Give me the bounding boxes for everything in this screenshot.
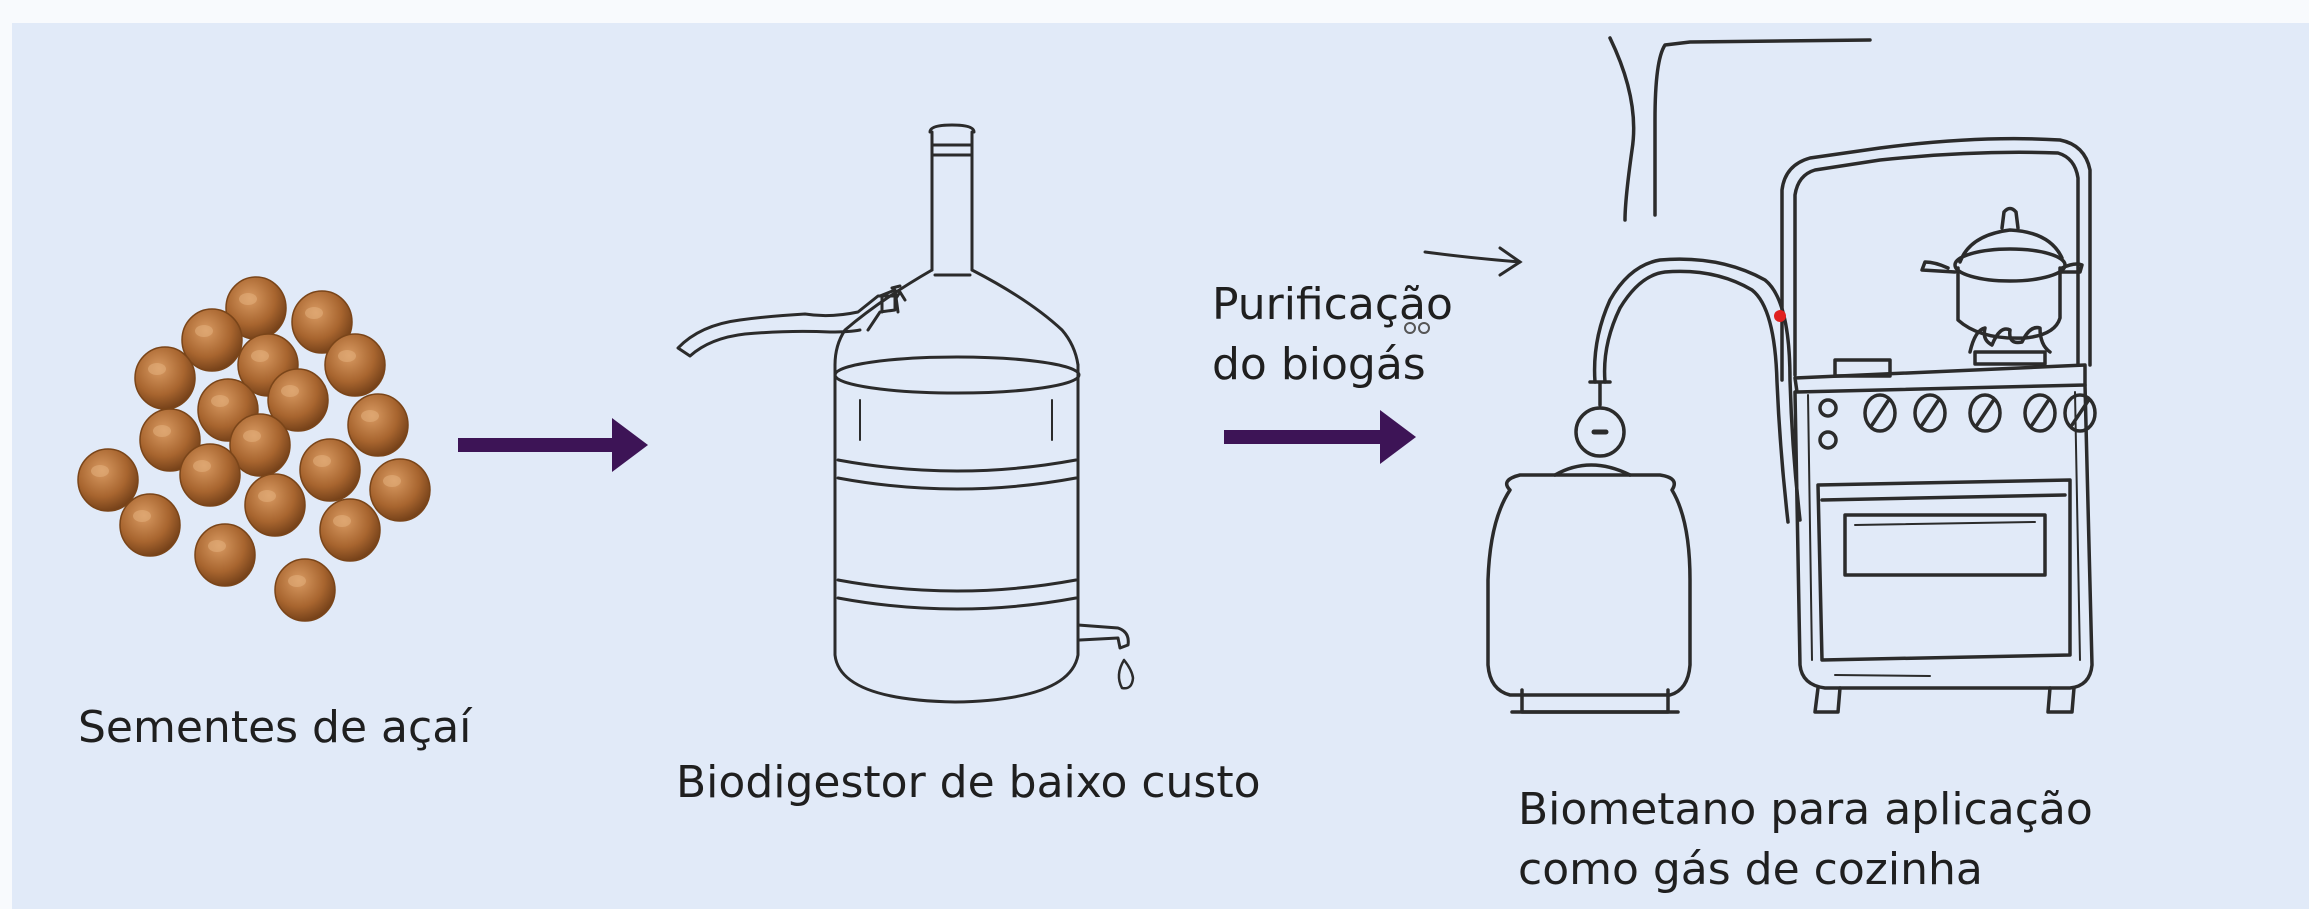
acai-seed — [267, 368, 329, 432]
stove-knob-mark — [2070, 399, 2090, 427]
acai-seed-highlight — [133, 510, 151, 522]
purification-label-line-2: do biogás — [1212, 339, 1426, 390]
red-dot-marker — [1774, 310, 1786, 322]
stove-knob-mark — [1870, 399, 1890, 427]
acai-seed-highlight — [288, 575, 306, 587]
acai-seed-highlight — [383, 475, 401, 487]
seeds-label: Sementes de açaí — [78, 702, 472, 753]
acai-seed — [299, 438, 361, 502]
stove-knob — [1863, 393, 1897, 433]
acai-seed-highlight — [361, 410, 379, 422]
biodigestor-label: Biodigestor de baixo custo — [676, 757, 1261, 808]
acai-seed — [369, 458, 431, 522]
acai-seed-highlight — [281, 385, 299, 397]
stove-knob — [2063, 393, 2097, 433]
acai-seed-highlight — [211, 395, 229, 407]
acai-seed-highlight — [333, 515, 351, 527]
acai-seed — [291, 290, 353, 354]
sketch-arrow-icon — [1423, 246, 1523, 277]
acai-seed — [324, 333, 386, 397]
stove-knob — [1968, 393, 2002, 433]
acai-seed — [179, 443, 241, 507]
arrow-right-icon — [1224, 410, 1416, 464]
acai-seed-highlight — [193, 460, 211, 472]
acai-seed — [181, 308, 243, 372]
biodigestor-jug-image — [676, 123, 1135, 704]
acai-seed-highlight — [91, 465, 109, 477]
arrow-right-icon — [458, 418, 648, 472]
acai-seed-highlight — [195, 325, 213, 337]
acai-seed — [194, 523, 256, 587]
acai-seed-highlight — [258, 490, 276, 502]
acai-seed — [347, 393, 409, 457]
acai-seed-highlight — [313, 455, 331, 467]
purification-label: Purificação do biogás — [1212, 275, 1453, 395]
acai-seed — [244, 473, 306, 537]
biomethane-label: Biometano para aplicação como gás de coz… — [1518, 780, 2093, 900]
stove-knob-mark — [1920, 399, 1940, 427]
biomethane-label-line-1: Biometano para aplicação — [1518, 784, 2093, 835]
acai-seed-highlight — [305, 307, 323, 319]
stove-and-gas-cylinder-image — [1486, 36, 2097, 714]
stove-knob-mark — [2030, 399, 2050, 427]
stove-knob — [2023, 393, 2057, 433]
stove-knob-mark — [1975, 399, 1995, 427]
acai-seed-highlight — [208, 540, 226, 552]
acai-seeds-image — [77, 276, 431, 622]
acai-seed — [77, 448, 139, 512]
acai-seed-highlight — [338, 350, 356, 362]
stray-mark-icon — [1404, 322, 1430, 334]
acai-seed-highlight — [239, 293, 257, 305]
acai-seed — [274, 558, 336, 622]
acai-seed — [319, 498, 381, 562]
acai-seed-highlight — [153, 425, 171, 437]
acai-seed-highlight — [251, 350, 269, 362]
stove-knob — [1913, 393, 1947, 433]
acai-seed-highlight — [148, 363, 166, 375]
acai-seed — [229, 413, 291, 477]
acai-seed-highlight — [243, 430, 261, 442]
biomethane-label-line-2: como gás de cozinha — [1518, 844, 1983, 895]
purification-label-line-1: Purificação — [1212, 279, 1453, 330]
acai-seed — [139, 408, 201, 472]
acai-seed — [134, 346, 196, 410]
acai-seed — [119, 493, 181, 557]
